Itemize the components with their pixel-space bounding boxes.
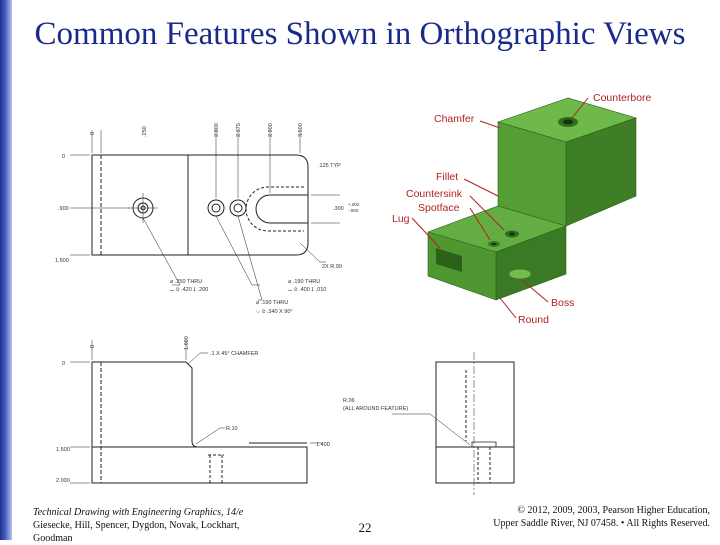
footer-authors: Giesecke, Hill, Spencer, Dygdon, Novak, … bbox=[33, 520, 240, 544]
dim-hole3-b: ⌵ ⌀ .340 X 90° bbox=[256, 309, 293, 315]
dim-hole2-b: ⌴ ⌀ .400 ↧ .010 bbox=[288, 287, 326, 293]
callout-chamfer: Chamfer bbox=[434, 113, 475, 125]
footer-copyright-line-1: © 2012, 2009, 2003, Pearson Higher Educa… bbox=[517, 505, 710, 516]
dim-round-note-2: (ALL AROUND FEATURE) bbox=[343, 406, 408, 412]
dim-slot-tol-lower: -.000 bbox=[348, 208, 359, 213]
dim-front-x0: 0 bbox=[90, 345, 96, 348]
dim-hole1-a: ⌀ .250 THRU bbox=[170, 279, 202, 285]
footer-book-info: Technical Drawing with Engineering Graph… bbox=[33, 506, 278, 545]
dim-hole1-b: ⌴ ⌀ .420 ↧ .200 bbox=[170, 287, 208, 293]
dim-front-y0: 0 bbox=[62, 361, 65, 367]
dim-slot-tol-upper: +.002 bbox=[348, 202, 360, 207]
front-view-dimensions: 0 1.600 0 1.500 2.000 .1 X 45° CHAMFER R… bbox=[56, 336, 330, 484]
dim-top-x3: 2.375 bbox=[236, 123, 242, 137]
footer-book-title: Technical Drawing with Engineering Graph… bbox=[33, 507, 244, 518]
side-view bbox=[392, 352, 515, 495]
dim-slot: .300 bbox=[333, 206, 344, 212]
dim-top-y0: 0 bbox=[62, 154, 65, 160]
dim-hole3-a: ⌀ .190 THRU bbox=[256, 300, 288, 306]
dim-top-x0: 0 bbox=[90, 132, 96, 135]
top-view bbox=[70, 130, 340, 301]
callout-counterbore: Counterbore bbox=[593, 92, 652, 104]
callout-fillet: Fillet bbox=[436, 171, 458, 183]
callout-round: Round bbox=[518, 314, 549, 326]
isometric-part-image: Counterbore Chamfer Fillet Countersink S… bbox=[392, 92, 652, 326]
callout-spotface: Spotface bbox=[418, 202, 460, 214]
callout-lug: Lug bbox=[392, 213, 410, 225]
dim-front-r: R.10 bbox=[226, 426, 238, 432]
dim-top-x4: 2.900 bbox=[268, 123, 274, 137]
callout-countersink: Countersink bbox=[406, 188, 463, 200]
dim-top-y1: .900 bbox=[58, 206, 69, 212]
dim-front-1400: 1.400 bbox=[316, 442, 330, 448]
dim-front-x1: 1.600 bbox=[184, 336, 190, 350]
page-number: 22 bbox=[358, 520, 372, 535]
dim-top-y2: 1.500 bbox=[55, 258, 69, 264]
dim-front-y1: 1.500 bbox=[56, 447, 70, 453]
dim-radius: 2X R.90 bbox=[322, 264, 342, 270]
dim-chamfer-note: .1 X 45° CHAMFER bbox=[210, 351, 258, 357]
left-accent-bar bbox=[0, 0, 12, 540]
footer-copyright: © 2012, 2009, 2003, Pearson Higher Educa… bbox=[470, 504, 710, 530]
callout-boss: Boss bbox=[551, 297, 574, 309]
dim-top-x5: 3.500 bbox=[298, 123, 304, 137]
dim-top-x2: 2.000 bbox=[214, 123, 220, 137]
dim-front-y2: 2.000 bbox=[56, 478, 70, 484]
dim-top-x1: .250 bbox=[142, 126, 148, 137]
dim-round-note-1: R.06 bbox=[343, 398, 355, 404]
dim-typ: .125 TYP bbox=[318, 163, 341, 169]
dim-hole2-a: ⌀ .190 THRU bbox=[288, 279, 320, 285]
footer-copyright-line-2: Upper Saddle River, NJ 07458. • All Righ… bbox=[493, 518, 710, 529]
slide-title: Common Features Shown in Orthographic Vi… bbox=[34, 16, 686, 52]
top-view-dimensions: 0 .250 2.000 2.375 2.900 3.500 0 .900 1.… bbox=[55, 123, 360, 315]
front-view bbox=[70, 340, 322, 484]
